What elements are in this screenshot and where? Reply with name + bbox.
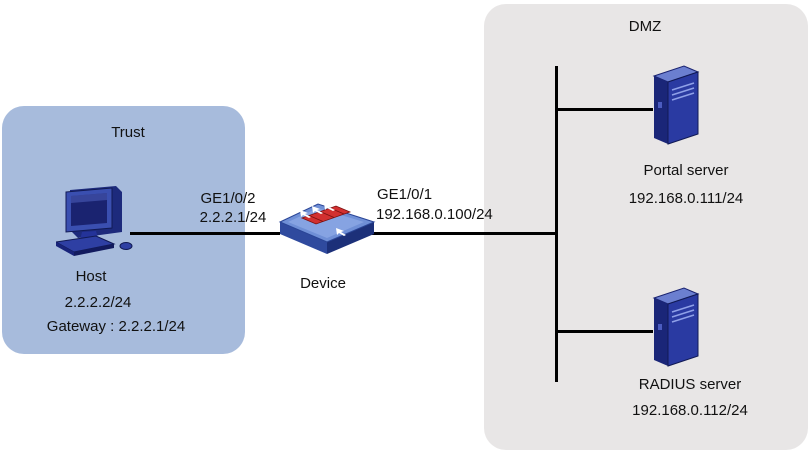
firewall-icon <box>278 203 376 254</box>
server-icon <box>652 65 700 145</box>
link-portal-server <box>557 108 653 111</box>
server-icon <box>652 287 700 367</box>
dmz-zone-label: DMZ <box>628 18 662 35</box>
host-node[interactable] <box>56 186 136 258</box>
device-node[interactable] <box>278 198 376 254</box>
host-ip-label: 2.2.2.2/24 <box>64 294 132 311</box>
port-ge1-0-2-ip-label: 2.2.2.1/24 <box>199 209 267 226</box>
port-ge1-0-2-label: GE1/0/2 <box>200 190 256 207</box>
dmz-bus-line <box>555 66 558 382</box>
portal-server-node[interactable] <box>650 64 702 146</box>
device-name-label: Device <box>300 275 346 292</box>
radius-server-ip-label: 192.168.0.112/24 <box>632 402 748 419</box>
desktop-computer-icon <box>56 186 133 256</box>
trust-zone-label: Trust <box>111 124 145 141</box>
radius-server-node[interactable] <box>650 286 702 368</box>
portal-server-name-label: Portal server <box>643 162 729 179</box>
link-device-switch <box>372 232 557 235</box>
link-radius-server <box>557 330 653 333</box>
port-ge1-0-1-label: GE1/0/1 <box>377 186 433 203</box>
radius-server-name-label: RADIUS server <box>638 376 742 393</box>
link-host-device <box>130 232 280 235</box>
trust-zone <box>2 106 245 354</box>
portal-server-ip-label: 192.168.0.111/24 <box>628 190 744 207</box>
host-name-label: Host <box>75 268 107 285</box>
port-ge1-0-1-ip-label: 192.168.0.100/24 <box>376 206 493 223</box>
dmz-zone <box>484 4 808 450</box>
host-gateway-label: Gateway : 2.2.2.1/24 <box>46 318 186 335</box>
